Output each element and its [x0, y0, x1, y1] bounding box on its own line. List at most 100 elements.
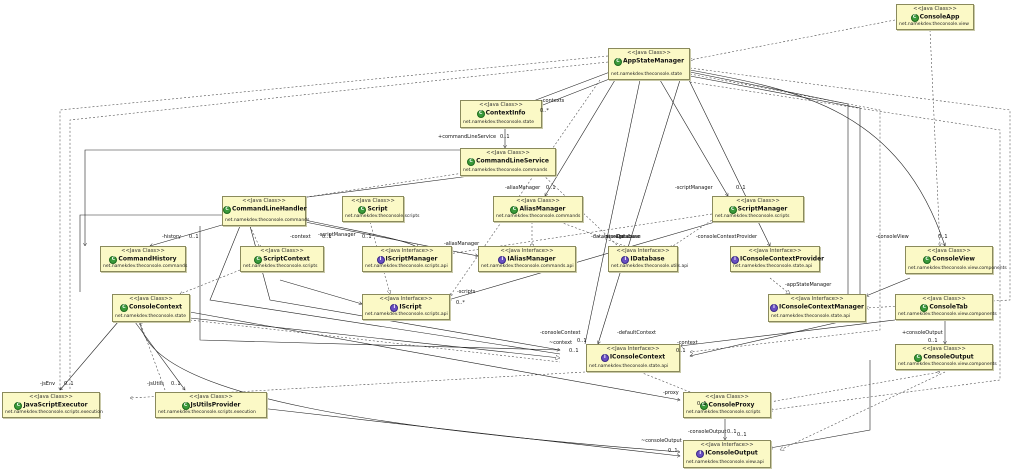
edge-label-jsenv: -jsEnv: [40, 381, 56, 387]
stereotype-label: <<Java Interface>>: [790, 296, 844, 302]
class-name: ConsoleView: [932, 255, 975, 263]
class-icon: C: [914, 353, 923, 362]
class-name: ConsoleProxy: [708, 401, 755, 409]
package-name: net.namekdev.theconsole.state: [115, 314, 186, 319]
edge-label-co2-mult: 0..1: [727, 429, 737, 435]
dep-appstate-iconsolecontext: [690, 73, 881, 352]
interface-icon: I: [390, 303, 399, 312]
stereotype-label: <<Java Interface>>: [380, 248, 434, 254]
package-name: net.namekdev.theconsole.state.api: [771, 314, 851, 319]
package-name: net.namekdev.theconsole.view.components: [898, 312, 997, 317]
class-icon: C: [14, 401, 23, 410]
stereotype-label: <<Java Class>>: [913, 6, 957, 12]
package-name: net.namekdev.theconsole.scripts.executio…: [158, 410, 256, 415]
edge-label-ccp: -consoleContextProvider: [696, 234, 758, 240]
dep-appstate-left2: [69, 61, 609, 390]
stereotype-label: <<Java Class>>: [927, 248, 971, 254]
package-name: net.namekdev.theconsole.commands: [225, 218, 310, 223]
stereotype-label: <<Java Interface>>: [379, 296, 433, 302]
edge-label-aliasmanager-mult: 0..1: [546, 185, 556, 191]
edge-consolecontext-jse: [60, 321, 119, 390]
edge-appstate-scriptmanager: [659, 79, 728, 196]
stereotype-label: <<Java Class>>: [189, 394, 233, 400]
dep-consoleapp-consoleview: [929, 29, 940, 246]
edge-label-aliasmanager: -aliasManager: [505, 185, 541, 191]
dep-jsutils-consolecontext: [140, 322, 166, 391]
stereotype-label: <<Java Class>>: [260, 248, 304, 254]
package-name: net.namekdev.theconsole.scripts.api: [365, 312, 448, 317]
class-icon: C: [476, 109, 485, 118]
edge-label-history-mult: 0..1: [189, 234, 199, 240]
stereotype-label: <<Java Class>>: [922, 346, 966, 352]
interface-icon: I: [498, 255, 507, 264]
edge-label-co2: -consoleOutput: [688, 429, 727, 435]
class-name: JavaScriptExecutor: [23, 401, 88, 409]
stereotype-label: <<Java Class>>: [351, 198, 395, 204]
edge-label-context2: ~context: [549, 340, 573, 346]
edge-handler-left: [79, 214, 222, 292]
stereotype-label: <<Java Interface>>: [700, 442, 754, 448]
edge-label-context3: -context: [677, 340, 698, 346]
edge-label-proxy: -proxy: [663, 390, 679, 396]
edge-label-db2: -storage: [604, 234, 625, 240]
interface-icon: I: [731, 255, 739, 264]
dep-aliasmgr-idatabase: [559, 221, 630, 248]
edge-label-proxy-mult: 0..1: [697, 401, 707, 407]
edge-appstate-aliasmanager: [544, 79, 616, 196]
class-name: IConsoleContextManager: [779, 303, 864, 311]
edge-label-jsutils-mult: 0..1: [171, 381, 181, 387]
class-name: IDatabase: [630, 255, 665, 263]
class-name: ScriptManager: [737, 205, 788, 213]
edge-label-co3: 0..1: [737, 432, 747, 438]
edge-appstate-iconsolecontext-2: [584, 79, 641, 345]
edge-consolecontext-output: [139, 321, 680, 452]
edge-left-rail: [85, 149, 460, 246]
class-name: IConsoleContext: [609, 353, 666, 361]
edge-handler-scriptmanager: [304, 219, 418, 248]
package-name: net.namekdev.theconsole.commands.api: [481, 264, 574, 269]
edge-consoletab-iconsolecontext: [680, 319, 896, 346]
dep-appstate-left: [60, 55, 609, 390]
interface-icon: I: [621, 255, 630, 264]
stereotype-label: <<Java Interface>>: [616, 248, 670, 254]
edge-consolecontext-proxy: [189, 311, 680, 400]
edge-appstate-iconsolecontext: [598, 79, 681, 344]
class-icon: C: [109, 255, 118, 264]
edge-label-context3-mult: 0..1: [676, 348, 686, 354]
stereotype-label: <<Java Class>>: [516, 198, 560, 204]
